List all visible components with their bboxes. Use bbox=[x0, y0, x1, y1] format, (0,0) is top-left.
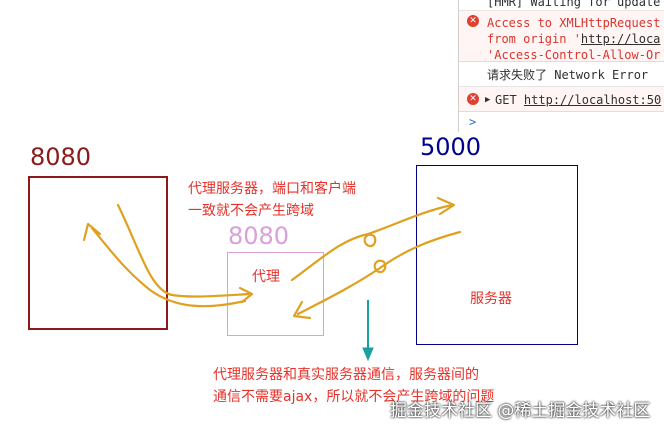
console-row-hmr: [HMR] Waiting for update bbox=[459, 0, 664, 11]
arrow-client-to-proxy bbox=[116, 203, 252, 298]
console-row-request-failed: 请求失败了 Network Error bbox=[459, 62, 664, 87]
error-icon: ✕ bbox=[467, 15, 479, 27]
server-label: 服务器 bbox=[470, 291, 512, 307]
server-port-label: 5000 bbox=[420, 133, 482, 161]
proxy-box bbox=[227, 252, 324, 336]
error-icon: ✕ bbox=[467, 93, 479, 105]
console-row-get-error[interactable]: ✕ ▶ GET http://localhost:50 bbox=[459, 87, 664, 112]
scribble-loop-1 bbox=[363, 233, 377, 248]
get-error-link[interactable]: http://localhost:50 bbox=[523, 93, 662, 107]
get-error-text: GET http://localhost:50 bbox=[495, 92, 661, 108]
proxy-label: 代理 bbox=[252, 269, 280, 285]
request-failed-text: 请求失败了 Network Error bbox=[487, 68, 649, 82]
watermark: 掘金技术社区 @稀土掘金技术社区 bbox=[390, 401, 651, 421]
arrow-proxy-to-client bbox=[90, 226, 247, 308]
console-hmr-text: [HMR] Waiting for update bbox=[487, 0, 661, 9]
console-row-cors-error: ✕ Access to XMLHttpRequest from origin '… bbox=[459, 11, 664, 62]
cors-error-line2: from origin 'http://loca bbox=[487, 31, 660, 47]
arrowhead-proxy-to-client bbox=[82, 222, 102, 242]
note-bottom: 代理服务器和真实服务器通信，服务器间的 通信不需要ajax，所以就不会产生跨域的… bbox=[213, 364, 494, 408]
console-prompt[interactable]: > bbox=[469, 115, 477, 129]
note-bottom-line2: 通信不需要ajax，所以就不会产生跨域的问题 bbox=[213, 389, 495, 405]
devtools-console: [HMR] Waiting for update ✕ Access to XML… bbox=[458, 0, 664, 132]
note-top-line2: 一致就不会产生跨域 bbox=[188, 203, 314, 219]
client-port-label: 8080 bbox=[30, 143, 92, 171]
cors-origin-link[interactable]: http://loca bbox=[580, 32, 661, 46]
note-top: 代理服务器，端口和客户端 一致就不会产生跨域 bbox=[188, 178, 356, 222]
server-box bbox=[416, 165, 578, 345]
cors-error-line1: Access to XMLHttpRequest bbox=[487, 16, 661, 30]
arrowhead-proxy-to-server bbox=[436, 196, 456, 216]
arrow-server-to-proxy bbox=[296, 230, 462, 316]
scribble-loop-2 bbox=[373, 259, 387, 274]
cors-error-line2-prefix: from origin ' bbox=[487, 32, 581, 46]
cors-error-line3: 'Access-Control-Allow-Or bbox=[487, 48, 661, 62]
arrowhead-client-to-proxy bbox=[238, 286, 254, 304]
note-bottom-line1: 代理服务器和真实服务器通信，服务器间的 bbox=[213, 367, 479, 383]
note-top-line1: 代理服务器，端口和客户端 bbox=[188, 181, 356, 197]
expand-triangle-icon[interactable]: ▶ bbox=[485, 95, 491, 105]
get-method: GET bbox=[495, 93, 517, 107]
arrowhead-server-to-proxy bbox=[292, 300, 312, 320]
proxy-port-label: 8080 bbox=[228, 222, 290, 250]
down-arrow-head bbox=[362, 347, 374, 362]
client-box bbox=[28, 176, 168, 330]
